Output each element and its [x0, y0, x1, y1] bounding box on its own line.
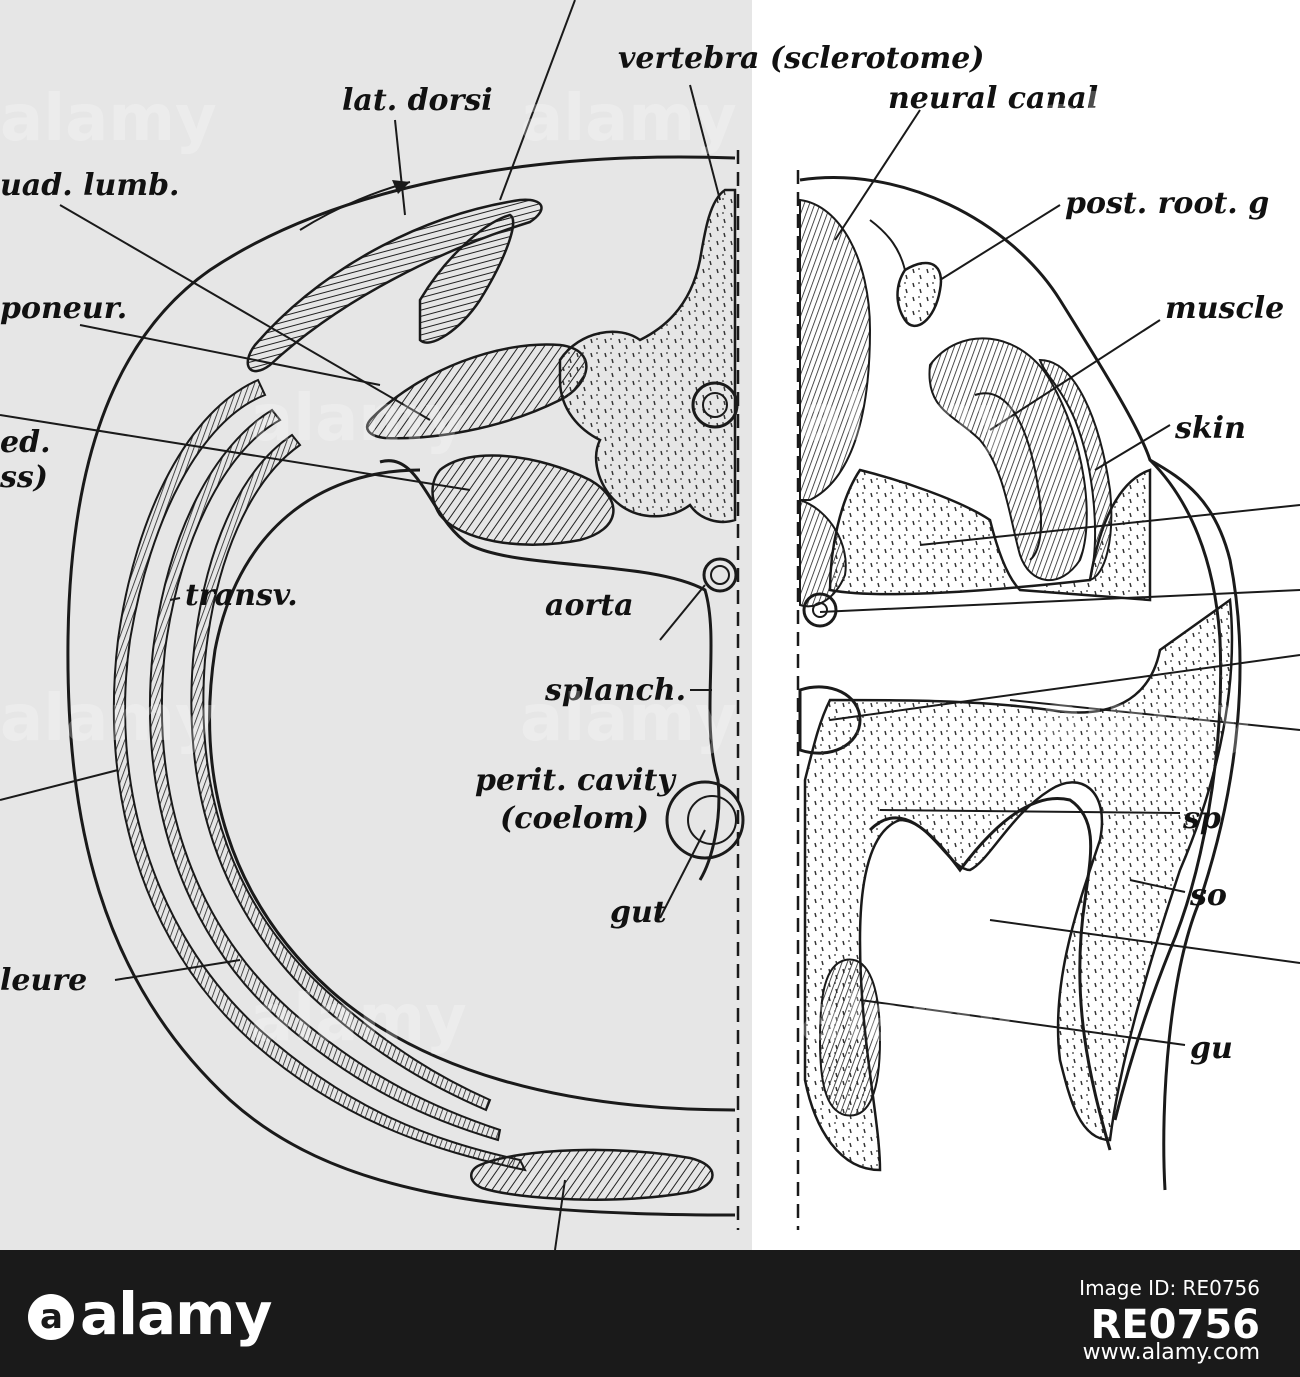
growth-arrow [299, 181, 411, 231]
vertebra-sclerotome [558, 188, 737, 524]
aorta-vessel [702, 557, 738, 593]
leader-gu [859, 999, 1186, 1046]
leader-so [1129, 879, 1186, 893]
leader-r2 [819, 589, 1300, 613]
label-so: so [1189, 878, 1227, 913]
label-post-root: post. root. g [1065, 186, 1269, 221]
neural-tube [799, 198, 872, 501]
rectus-muscle [470, 1148, 714, 1201]
leader-muscle [989, 319, 1161, 431]
leader-gut [659, 829, 706, 919]
label-ss: ss) [0, 460, 48, 495]
leader-aponeur [79, 324, 381, 386]
body-wall-outline [66, 155, 736, 1217]
myotome-inner [974, 392, 1043, 561]
myotome-muscle [928, 337, 1088, 581]
leader-r3 [829, 654, 1300, 721]
image-id-value: RE0756 [1090, 1302, 1260, 1348]
dorsal-root-ganglion [896, 261, 943, 327]
leader-r5 [989, 919, 1300, 964]
leader-lat-dorsi [394, 119, 406, 216]
label-muscle: muscle [1165, 291, 1284, 326]
leader-rectus [554, 1179, 566, 1250]
coelom-boundary [868, 797, 1112, 1151]
label-quad-lumb: uad. lumb. [0, 168, 180, 203]
growth-arrow-head [392, 180, 410, 194]
label-gu: gu [1190, 1031, 1233, 1066]
gut-right [818, 958, 882, 1117]
notochord [802, 592, 838, 628]
leader-mass [0, 414, 471, 491]
image-id-block: Image ID: RE0756 RE0756 [1079, 1276, 1260, 1348]
embryo-inner-outline [1113, 458, 1223, 1121]
label-perit-cavity: perit. cavity [475, 763, 677, 798]
label-coelom: (coelom) [500, 801, 649, 836]
image-id-label: Image ID: RE0756 [1079, 1276, 1260, 1300]
label-transv: transv. [185, 578, 298, 613]
leader-post-root [939, 204, 1061, 281]
peritoneal-lining [208, 468, 736, 1112]
leader-neural-canal [834, 109, 921, 241]
muscle-layer-middle [148, 408, 502, 1142]
gut-tube [665, 780, 745, 860]
alamy-url[interactable]: www.alamy.com [1082, 1340, 1260, 1365]
label-ed: ed. [0, 425, 51, 460]
leader-r1 [919, 504, 1300, 546]
left-diagram: vertebra (sclerotome) lat. dorsi uad. lu… [0, 0, 984, 1250]
ganglion-stalk [869, 219, 906, 271]
label-leure: leure [0, 963, 87, 998]
leader-quad-lumb [59, 204, 431, 421]
muscle-layer-inner [190, 433, 492, 1112]
leader-transv [169, 597, 181, 601]
leader-top [499, 0, 576, 201]
label-vertebra: vertebra (sclerotome) [618, 41, 984, 76]
label-sp: sp [1182, 801, 1221, 836]
alamy-a-icon: a [28, 1294, 74, 1340]
gut-lumen [687, 795, 737, 845]
embryo-cross-section-diagram: vertebra (sclerotome) lat. dorsi uad. lu… [0, 0, 1300, 1250]
notochord-core [812, 602, 828, 618]
right-diagram: neural canal post. root. g muscle skin s… [796, 81, 1300, 1230]
label-gut: gut [610, 895, 667, 930]
leader-vertebra [689, 84, 721, 201]
lateral-mesoderm [803, 597, 1234, 1172]
leader-aorta [659, 584, 706, 641]
aorta-lumen [710, 565, 730, 585]
label-skin: skin [1174, 411, 1246, 446]
label-aponeur: poneur. [0, 291, 127, 326]
leader-left-side [0, 769, 119, 801]
spinal-cord-core [702, 392, 728, 418]
leader-r4 [1009, 699, 1300, 731]
leader-sp [879, 809, 1181, 814]
erector-strip [418, 213, 515, 344]
label-splanch: splanch. [544, 673, 686, 708]
embryo-outline [799, 176, 1242, 1191]
alamy-logo-text: alamy [80, 1280, 272, 1348]
label-lat-dorsi: lat. dorsi [342, 83, 493, 118]
leader-skin [1094, 424, 1171, 471]
quadratus-lumborum-muscle [365, 343, 588, 440]
psoas-mass [431, 454, 615, 546]
label-aorta: aorta [545, 588, 634, 623]
label-neural-canal: neural canal [888, 81, 1098, 116]
leader-leure [114, 959, 241, 981]
sclerotome-mesenchyme [828, 468, 1152, 602]
